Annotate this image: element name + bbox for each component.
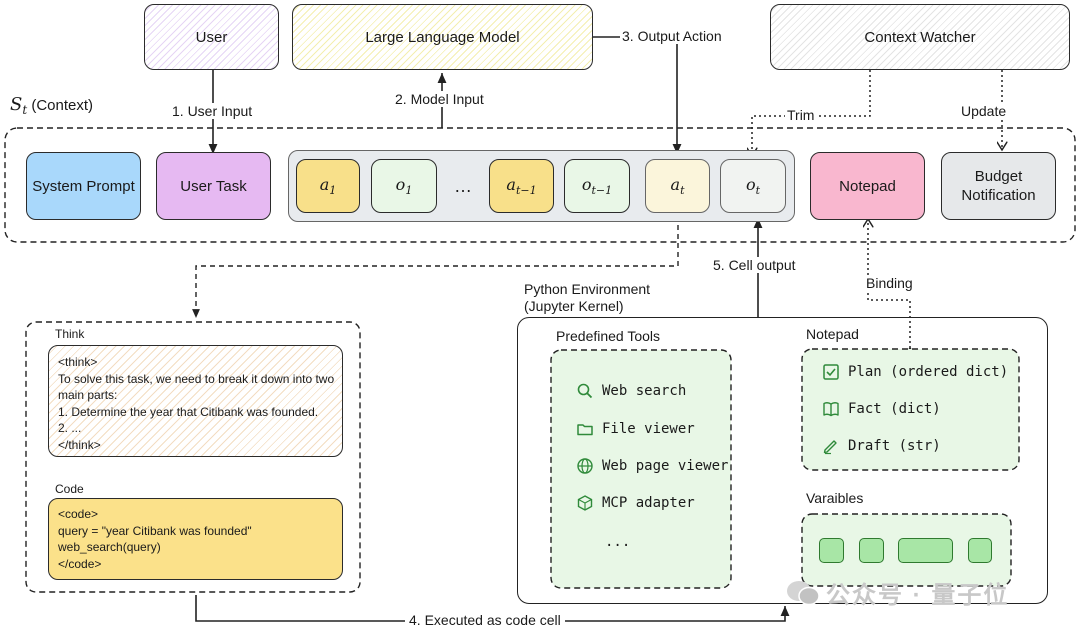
- context-container: [4, 127, 1076, 243]
- tool-label-web-search: Web search: [602, 383, 687, 399]
- pencil-icon: [823, 440, 837, 455]
- notepad-item-plan: Plan (ordered dict): [822, 363, 1008, 381]
- context-watcher-label: Context Watcher: [864, 28, 976, 46]
- action-tm1-subscript: t−1: [515, 184, 537, 198]
- notepad-label-draft: Draft (str): [848, 438, 941, 454]
- executed-label: 4. Executed as code cell: [405, 612, 565, 628]
- trajectory-ellipsis: …: [454, 176, 472, 196]
- context-symbol: S: [10, 94, 23, 115]
- watermark: 公众号 · 量子位: [786, 575, 1009, 610]
- action-step-t-minus-1: at−1: [489, 159, 554, 213]
- notepad-title: Notepad: [806, 326, 859, 342]
- user-task-node: User Task: [156, 152, 271, 220]
- budget-notification-node: Budget Notification: [941, 152, 1056, 220]
- action-step-1: a1: [296, 159, 360, 213]
- notepad-label-plan: Plan (ordered dict): [848, 364, 1009, 380]
- update-label: Update: [959, 103, 1009, 119]
- code-text: <code> query = "year Citibank was founde…: [58, 507, 252, 571]
- context-watcher-node: Context Watcher: [770, 4, 1070, 70]
- llm-node: Large Language Model: [292, 4, 593, 70]
- user-input-label: 1. User Input: [170, 103, 255, 119]
- variables-title: Varaibles: [806, 490, 864, 506]
- tool-label-file-viewer: File viewer: [602, 421, 695, 437]
- globe-icon: [577, 458, 593, 474]
- book-icon: [823, 402, 839, 417]
- system-prompt-label: System Prompt: [32, 177, 135, 195]
- observation-step-1: o1: [371, 159, 437, 213]
- think-box: <think> To solve this task, we need to b…: [48, 345, 343, 457]
- trim-label: Trim: [785, 107, 817, 123]
- think-panel: [25, 321, 361, 593]
- tool-label-mcp-adapter: MCP adapter: [602, 495, 695, 511]
- code-box: <code> query = "year Citibank was founde…: [48, 498, 343, 580]
- variable-pill: [898, 538, 953, 563]
- folder-icon: [577, 424, 593, 436]
- variable-pill: [968, 538, 992, 563]
- mcp-icon: [577, 495, 593, 511]
- cell-output-label: 5. Cell output: [711, 257, 798, 273]
- tools-title: Predefined Tools: [556, 328, 661, 344]
- user-node: User: [144, 4, 279, 70]
- system-prompt-node: System Prompt: [26, 152, 141, 220]
- action-step-t: at: [645, 159, 710, 213]
- observation-t-symbol: o: [745, 174, 756, 194]
- observation-step-t: ot: [720, 159, 786, 213]
- variable-pill: [859, 538, 884, 563]
- variable-pill: [819, 538, 844, 563]
- binding-label: Binding: [864, 275, 915, 291]
- code-title: Code: [55, 482, 84, 496]
- notepad-item-fact: Fact (dict): [822, 400, 941, 418]
- observation-1-symbol: o: [395, 174, 406, 194]
- user-label: User: [195, 28, 228, 46]
- tool-mcp-adapter: MCP adapter: [576, 494, 695, 512]
- observation-tm1-subscript: t−1: [591, 184, 613, 198]
- model-input-label: 2. Model Input: [393, 91, 486, 107]
- context-text: (Context): [31, 97, 94, 114]
- observation-step-t-minus-1: ot−1: [564, 159, 630, 213]
- action-tm1-symbol: a: [506, 174, 516, 194]
- checkbox-icon: [823, 364, 839, 380]
- tool-web-page-viewer: Web page viewer: [576, 457, 728, 475]
- tool-file-viewer: File viewer: [576, 420, 695, 438]
- tool-label-web-page-viewer: Web page viewer: [602, 458, 729, 474]
- observation-t-subscript: t: [755, 184, 761, 198]
- python-env-title-2: (Jupyter Kernel): [524, 298, 624, 314]
- think-text: <think> To solve this task, we need to b…: [58, 355, 335, 452]
- python-env-title-1: Python Environment: [524, 281, 651, 297]
- notepad-label-fact: Fact (dict): [848, 401, 941, 417]
- wechat-logo-icon: [787, 580, 820, 605]
- context-subscript: t: [22, 103, 28, 117]
- notepad-panel: [801, 348, 1020, 471]
- user-task-label: User Task: [180, 177, 247, 195]
- output-action-label: 3. Output Action: [620, 28, 724, 44]
- action-t-subscript: t: [680, 184, 685, 198]
- notepad-label: Notepad: [839, 177, 896, 195]
- action-1-symbol: a: [319, 174, 330, 194]
- edge-binding-path: [868, 219, 910, 348]
- edge-output-action: [593, 36, 682, 154]
- llm-label: Large Language Model: [365, 28, 520, 46]
- tool-web-search: Web search: [576, 382, 686, 400]
- watermark-text: 公众号 · 量子位: [826, 582, 1010, 609]
- observation-1-subscript: 1: [405, 184, 413, 198]
- observation-tm1-symbol: o: [581, 174, 592, 194]
- budget-notification-label: Budget Notification: [961, 168, 1036, 204]
- think-title: Think: [55, 327, 85, 341]
- tools-panel: [550, 349, 732, 589]
- notepad-item-draft: Draft (str): [822, 437, 941, 455]
- python-env-box: [517, 317, 1048, 604]
- search-icon: [577, 383, 593, 399]
- notepad-node: Notepad: [810, 152, 925, 220]
- action-t-symbol: a: [670, 174, 681, 194]
- context-label: St (Context): [10, 94, 93, 117]
- tools-more: ...: [605, 534, 631, 550]
- action-1-subscript: 1: [329, 184, 337, 198]
- edge-action-to-think: [192, 216, 679, 318]
